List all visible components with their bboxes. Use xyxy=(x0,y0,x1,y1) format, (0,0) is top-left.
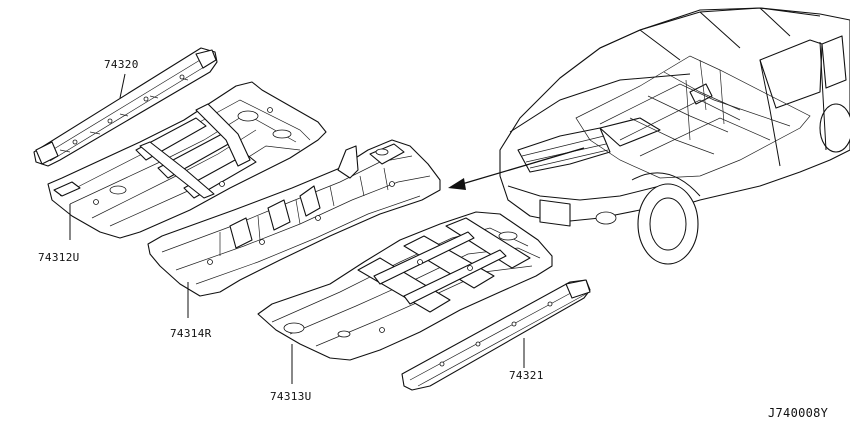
part-number-74313u: 74313U xyxy=(270,390,312,403)
part-number-74314r: 74314R xyxy=(170,327,212,340)
rear-floor-panel xyxy=(257,211,553,361)
part-number-74321: 74321 xyxy=(509,369,544,382)
vehicle-illustration xyxy=(499,7,850,265)
part-number-74320: 74320 xyxy=(104,58,139,71)
location-arrow xyxy=(448,147,585,190)
front-floor-panel xyxy=(47,81,327,239)
leader-lines xyxy=(69,73,525,384)
part-number-74312u: 74312U xyxy=(38,251,80,264)
diagram-code: J740008Y xyxy=(768,406,829,420)
side-sill-rail-right xyxy=(401,279,591,391)
center-floor-panel xyxy=(147,139,441,297)
side-sill-rail-left xyxy=(33,47,218,167)
